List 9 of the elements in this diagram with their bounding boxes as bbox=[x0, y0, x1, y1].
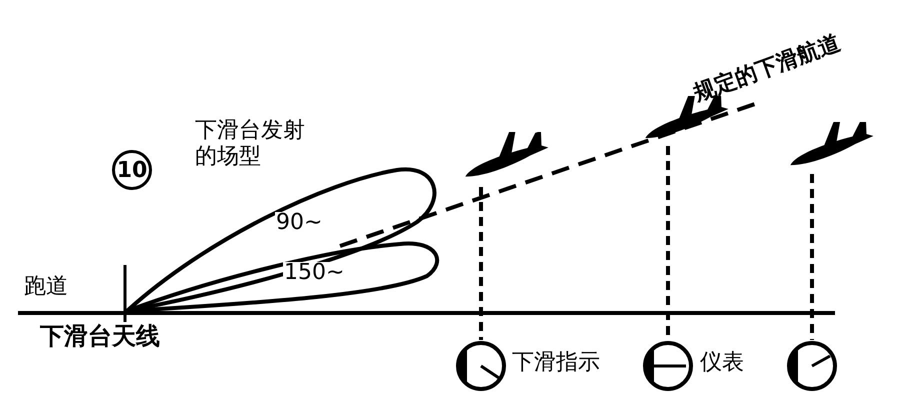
indicator-label: 下滑指示 bbox=[512, 349, 600, 377]
indicator-label: 仪表 bbox=[700, 349, 744, 377]
runway-label: 跑道 bbox=[24, 273, 68, 301]
figure-number: 10 bbox=[112, 150, 152, 190]
antenna-label: 下滑台天线 bbox=[40, 321, 160, 352]
dashed-drop-line bbox=[479, 187, 483, 340]
glide-path-label: 规定的下滑航道 bbox=[689, 29, 845, 109]
dashed-drop-line bbox=[810, 174, 814, 340]
pattern-label: 下滑台发射的场型 bbox=[195, 118, 306, 170]
